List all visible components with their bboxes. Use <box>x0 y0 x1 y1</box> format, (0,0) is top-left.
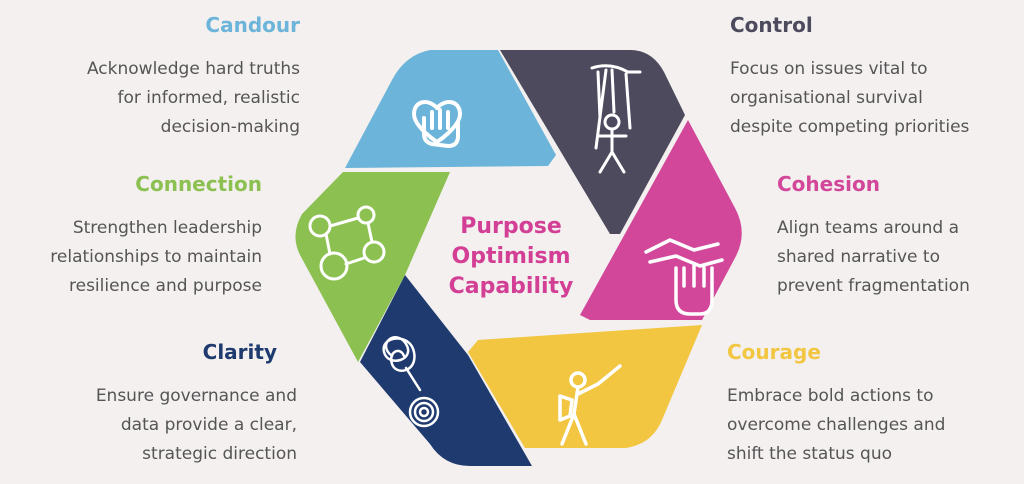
segment-courage-shape <box>468 325 702 448</box>
segment-courage <box>468 325 702 448</box>
courage-line-3: shift the status quo <box>727 444 893 464</box>
segment-control <box>500 50 685 234</box>
candour-line-1: Acknowledge hard truths <box>86 59 300 79</box>
segment-cohesion-shape <box>580 120 742 320</box>
segment-clarity <box>360 275 532 466</box>
control-title: Control <box>730 13 813 37</box>
connection-line-2: relationships to maintain <box>50 247 262 267</box>
center-label: Purpose Optimism Capability <box>400 212 622 302</box>
control-line-1: Focus on issues vital to <box>730 59 928 79</box>
control-line-3: despite competing priorities <box>730 117 970 137</box>
courage-title: Courage <box>727 340 821 364</box>
warrior-icon <box>558 364 622 446</box>
candour-block: Candour Acknowledge hard truths for info… <box>87 13 300 142</box>
courage-line-2: overcome challenges and <box>727 415 946 435</box>
heart-hand-icon <box>412 100 462 148</box>
control-block: Control Focus on issues vital to organis… <box>730 13 969 142</box>
clarity-block: Clarity Ensure governance and data provi… <box>96 340 297 469</box>
tangle-spiral-icon <box>382 336 440 428</box>
network-people-icon <box>308 205 386 281</box>
clarity-title: Clarity <box>202 340 277 364</box>
center-line-optimism: Optimism <box>451 244 571 269</box>
segment-cohesion <box>580 120 742 320</box>
control-line-2: organisational survival <box>730 88 923 108</box>
candour-line-2: for informed, realistic <box>117 88 300 108</box>
candour-line-3: decision-making <box>160 117 300 137</box>
center-line-purpose: Purpose <box>460 214 562 239</box>
clarity-line-2: data provide a clear, <box>120 415 297 435</box>
segment-clarity-shape <box>360 275 532 466</box>
puppet-icon <box>590 64 642 174</box>
clarity-line-1: Ensure governance and <box>95 386 297 406</box>
segment-connection-shape <box>295 172 450 362</box>
cohesion-line-1: Align teams around a <box>777 218 960 238</box>
courage-line-1: Embrace bold actions to <box>727 386 934 406</box>
stacked-hands-icon <box>644 238 724 316</box>
candour-title: Candour <box>205 13 300 37</box>
connection-title: Connection <box>135 172 262 196</box>
segment-candour-shape <box>345 50 556 168</box>
segment-candour <box>345 50 556 168</box>
cohesion-line-3: prevent fragmentation <box>777 276 970 296</box>
cohesion-line-2: shared narrative to <box>777 247 940 267</box>
cohesion-title: Cohesion <box>777 172 880 196</box>
center-line-capability: Capability <box>448 274 574 299</box>
clarity-line-3: strategic direction <box>142 444 297 464</box>
segment-connection <box>295 172 450 362</box>
courage-block: Courage Embrace bold actions to overcome… <box>727 340 945 469</box>
connection-line-3: resilience and purpose <box>69 276 262 296</box>
connection-block: Connection Strengthen leadership relatio… <box>50 172 262 301</box>
connection-line-1: Strengthen leadership <box>72 218 262 238</box>
cohesion-block: Cohesion Align teams around a shared nar… <box>777 172 970 301</box>
segment-control-shape <box>500 50 685 234</box>
